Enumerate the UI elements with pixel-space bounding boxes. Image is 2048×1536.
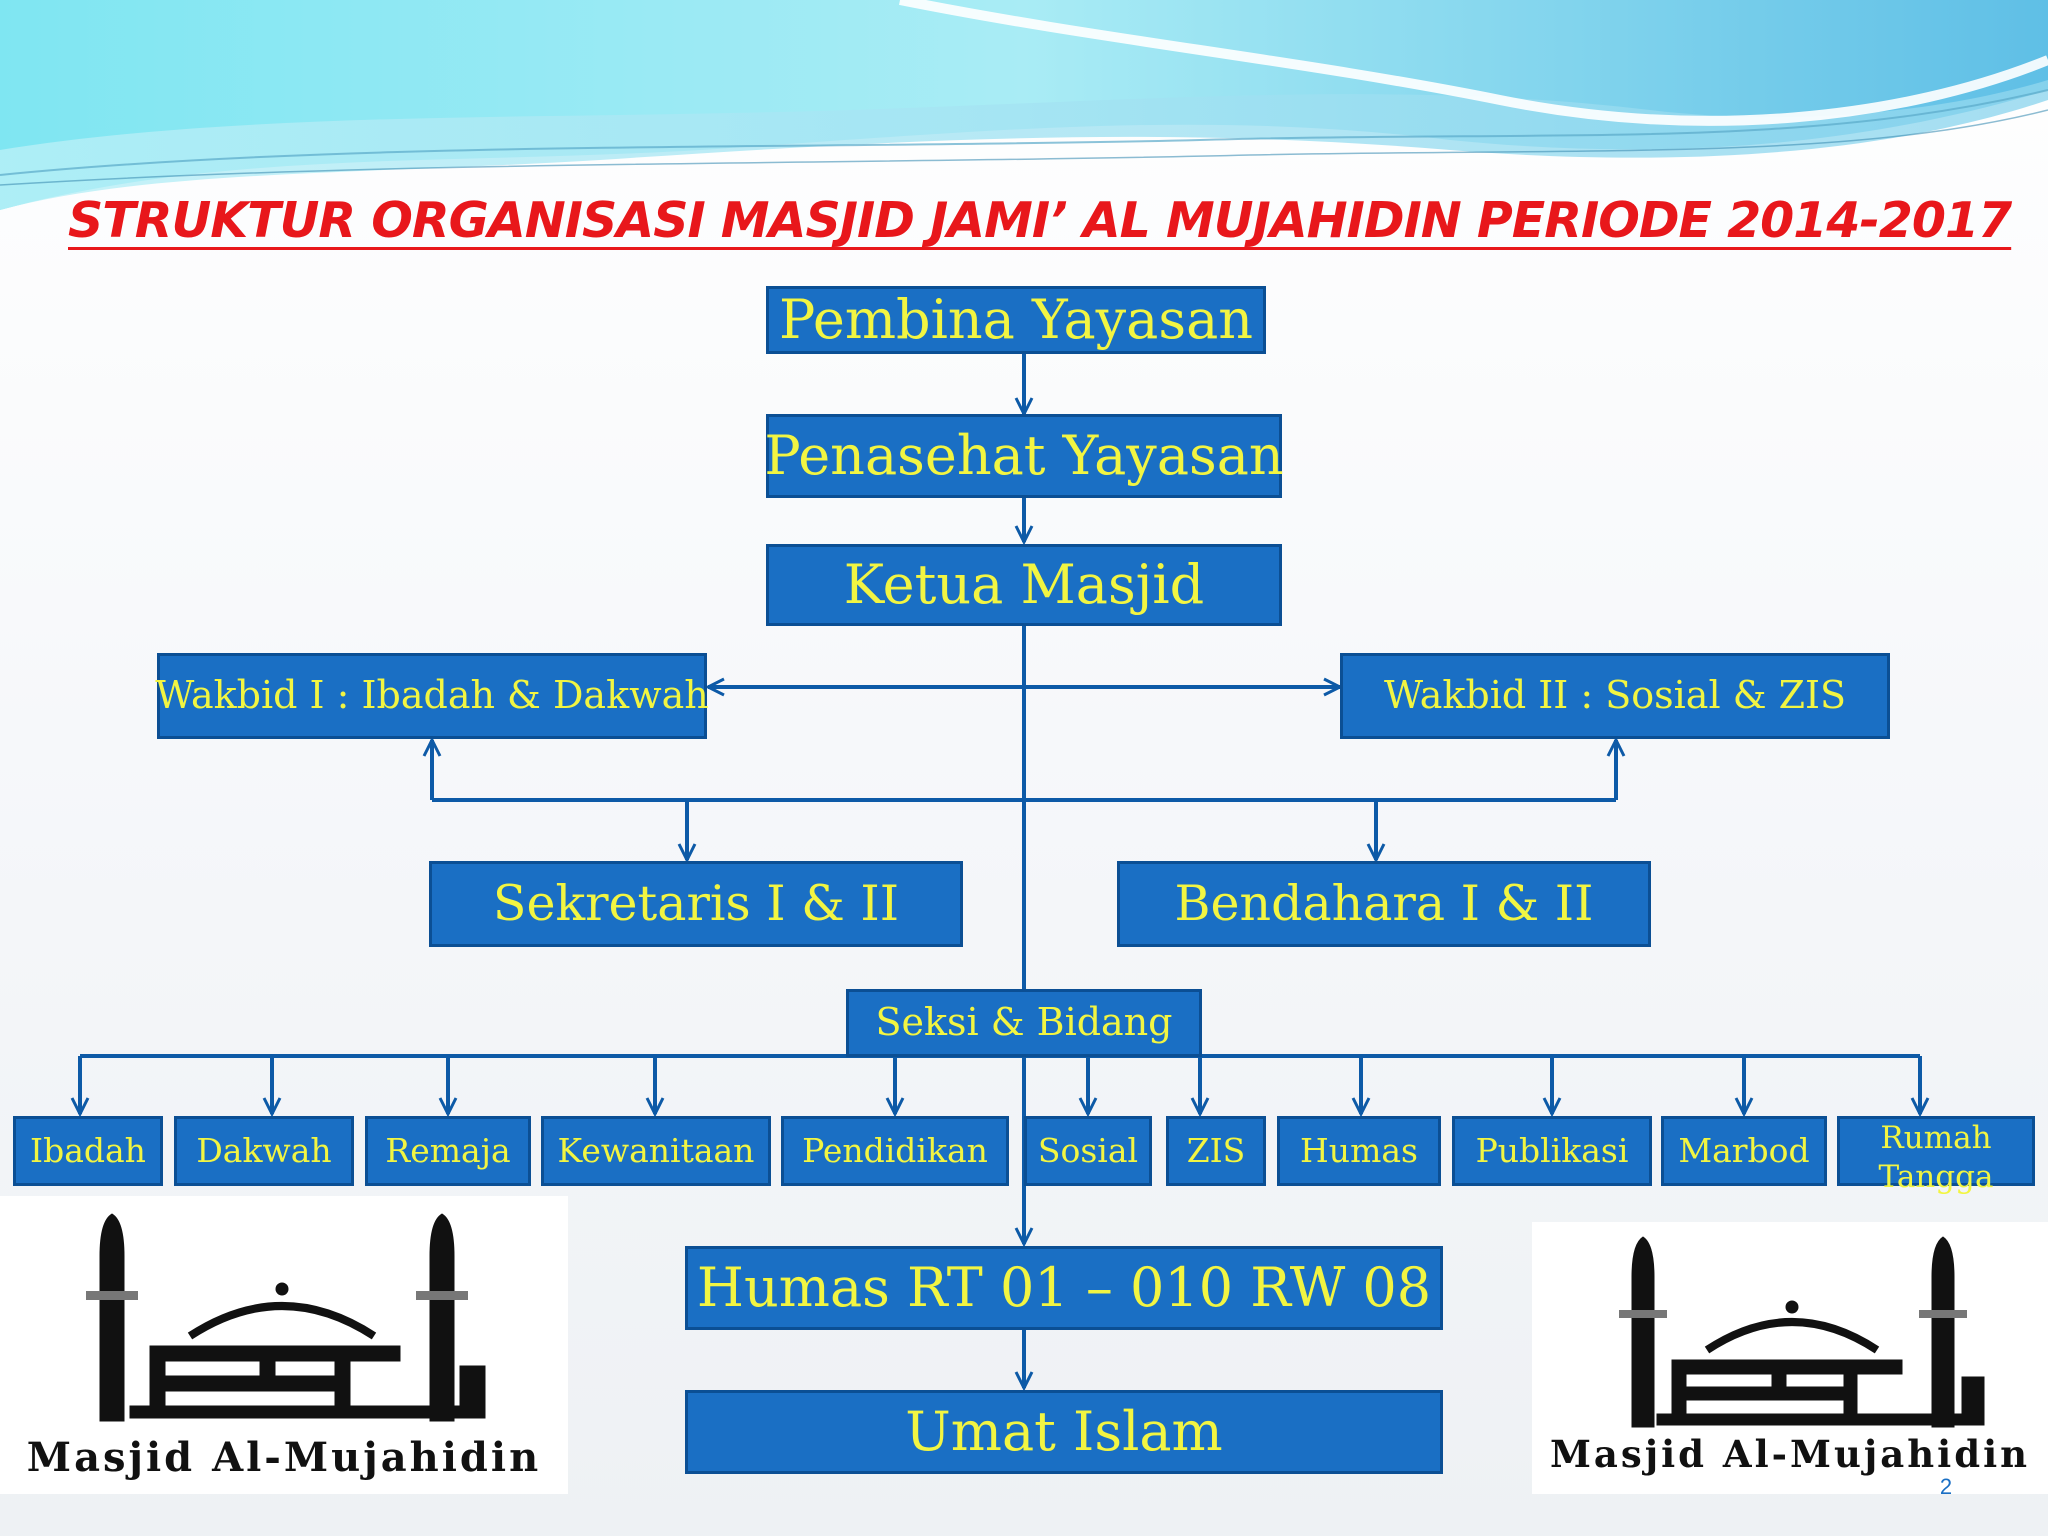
logo-caption-left: Masjid Al-Mujahidin — [26, 1434, 542, 1481]
penasehat-yayasan-box: Penasehat Yayasan — [764, 414, 1284, 498]
section-ibadah: Ibadah — [13, 1116, 163, 1186]
section-rumah-tangga: Rumah Tangga — [1837, 1116, 2035, 1195]
masjid-logo-right: Masjid Al-Mujahidin — [1532, 1222, 2048, 1494]
wakbid-2-box: Wakbid II : Sosial & ZIS — [1340, 653, 1890, 739]
section-publikasi: Publikasi — [1452, 1116, 1652, 1186]
ketua-masjid-box: Ketua Masjid — [766, 544, 1282, 626]
sekretaris-box: Sekretaris I & II — [429, 861, 963, 947]
bendahara-box: Bendahara I & II — [1117, 861, 1651, 947]
header-waves — [0, 0, 2048, 210]
section-dakwah: Dakwah — [174, 1116, 354, 1186]
section-pendidikan: Pendidikan — [781, 1116, 1009, 1186]
section-sosial: Sosial — [1024, 1116, 1152, 1186]
pembina-yayasan-box: Pembina Yayasan — [766, 286, 1266, 354]
section-kewanitaan: Kewanitaan — [541, 1116, 771, 1186]
humas-rt-box: Humas RT 01 – 010 RW 08 — [685, 1246, 1443, 1330]
mosque-icon — [1619, 1236, 1985, 1428]
seksi-bidang-box: Seksi & Bidang — [846, 989, 1202, 1057]
mosque-icon — [86, 1213, 486, 1422]
page-number: 2 — [1939, 1474, 1953, 1499]
section-humas: Humas — [1277, 1116, 1441, 1186]
section-marbod: Marbod — [1661, 1116, 1827, 1186]
umat-islam-box: Umat Islam — [685, 1390, 1443, 1474]
masjid-logo-left: Masjid Al-Mujahidin — [0, 1196, 568, 1494]
section-remaja: Remaja — [365, 1116, 531, 1186]
logo-caption-right: Masjid Al-Mujahidin — [1549, 1432, 2031, 1476]
wakbid-1-box: Wakbid I : Ibadah & Dakwah — [155, 653, 709, 739]
slide-title: STRUKTUR ORGANISASI MASJID JAMI’ AL MUJA… — [68, 192, 2012, 249]
section-zis: ZIS — [1166, 1116, 1266, 1186]
